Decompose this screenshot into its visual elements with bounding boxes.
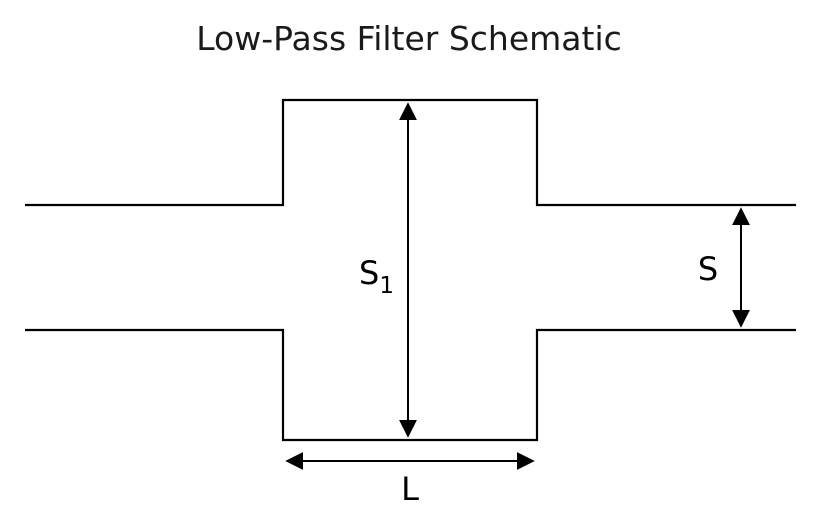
- label-l: L: [401, 470, 419, 508]
- waveguide-bottom-contour: [25, 328, 796, 442]
- label-s1-base: S: [359, 254, 379, 292]
- waveguide-top-contour: [25, 98, 796, 207]
- label-s1: S1: [359, 254, 394, 299]
- diagram-title: Low-Pass Filter Schematic: [196, 19, 622, 58]
- label-s1-subscript: 1: [379, 273, 394, 299]
- label-s: S: [698, 250, 718, 288]
